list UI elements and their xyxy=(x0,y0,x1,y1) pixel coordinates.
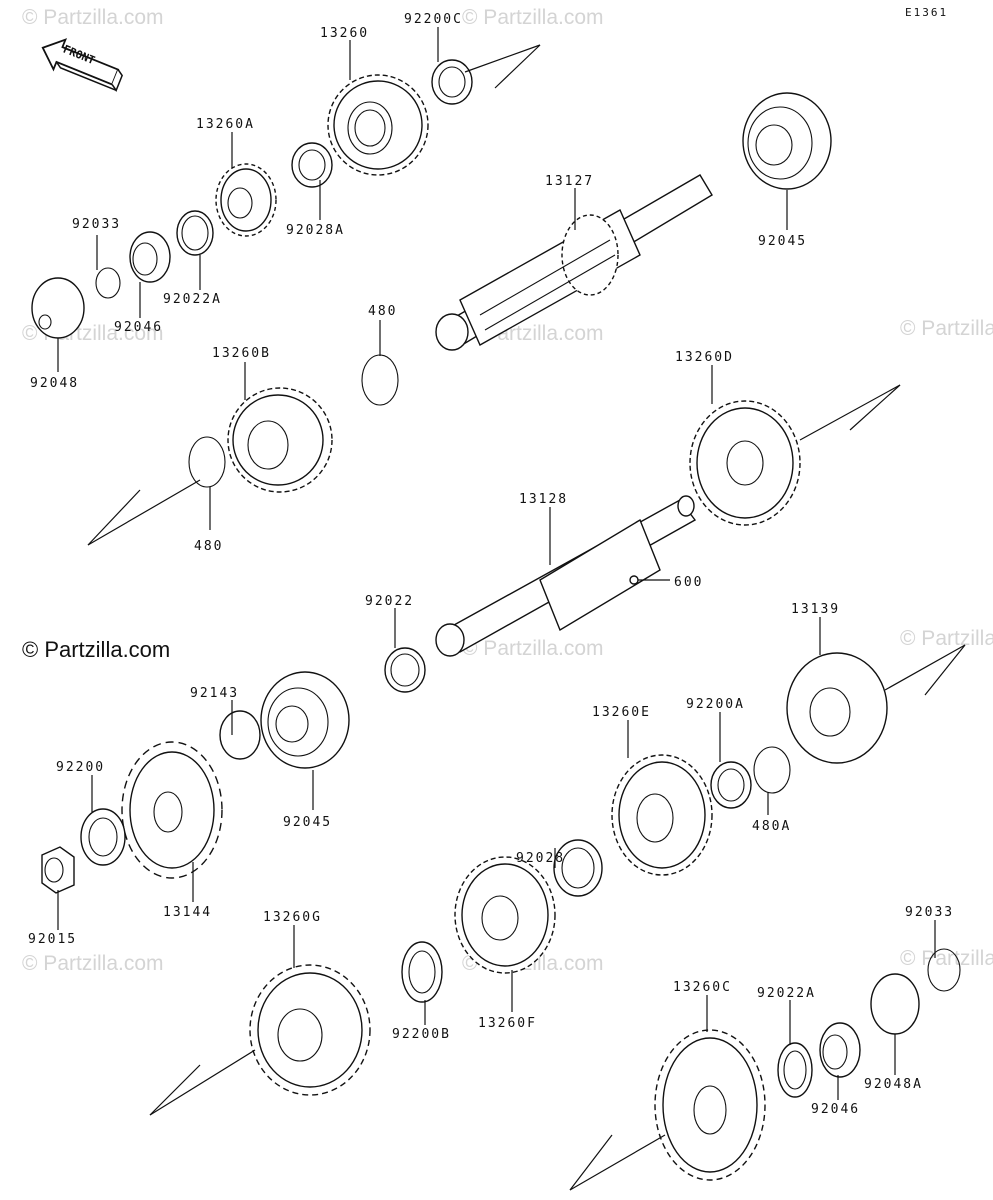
part-labels: 13260 92200C 13260A 92028A 13127 92045 9… xyxy=(28,12,954,1117)
part-label: 92200B xyxy=(392,1027,451,1042)
part-label: 13144 xyxy=(163,905,212,920)
needle-bearing-92046-lower-icon xyxy=(819,1022,861,1078)
part-label: 92046 xyxy=(114,320,163,335)
part-label: 92015 xyxy=(28,932,77,947)
gear-13260-icon xyxy=(327,74,429,176)
part-label: 480 xyxy=(368,304,397,319)
part-label: 13260G xyxy=(263,910,322,925)
bushing-92028-icon xyxy=(553,839,603,897)
nut-92015-icon xyxy=(41,846,75,894)
watermark: © Partzilla.com xyxy=(900,627,993,650)
part-label: 92048A xyxy=(864,1077,923,1092)
part-label: 92046 xyxy=(811,1102,860,1117)
part-label: 92022 xyxy=(365,594,414,609)
gear-13260c-icon xyxy=(654,1029,766,1181)
part-label: 600 xyxy=(674,575,703,590)
gear-13260d-icon xyxy=(689,400,801,526)
part-label: 92143 xyxy=(190,686,239,701)
part-label: 92200A xyxy=(686,697,745,712)
watermark: © Partzilla.com xyxy=(900,947,993,970)
leader-lines xyxy=(57,27,936,1100)
part-label: 13128 xyxy=(519,492,568,507)
washer-92200-icon xyxy=(80,808,126,866)
brand-label: © Partzilla.com xyxy=(22,637,170,662)
circlip-92033-lower-icon xyxy=(927,948,961,992)
collar-92048-icon xyxy=(31,277,85,339)
part-label: 92045 xyxy=(283,815,332,830)
watermark: © Partzilla.com xyxy=(462,6,604,29)
part-label: 92033 xyxy=(905,905,954,920)
shaft-13128-icon xyxy=(435,495,697,657)
circlip-480-lower-icon xyxy=(188,436,226,488)
sprocket-13144-icon xyxy=(121,741,223,879)
part-label: 13260 xyxy=(320,26,369,41)
front-arrow-icon xyxy=(41,38,123,92)
bearing-92045-icon xyxy=(742,92,832,190)
collar-92048a-icon xyxy=(870,973,920,1035)
part-label: 13260C xyxy=(673,980,732,995)
part-label: 92045 xyxy=(758,234,807,249)
part-label: 92022A xyxy=(757,986,816,1001)
circlip-480a-icon xyxy=(753,746,791,794)
washer-92022a-lower-icon xyxy=(777,1042,813,1098)
watermark: © Partzilla.com xyxy=(22,6,164,29)
needle-bearing-92046-icon xyxy=(129,231,171,283)
part-label: 13260A xyxy=(196,117,255,132)
part-label: 92028A xyxy=(286,223,345,238)
part-label: 480 xyxy=(194,539,223,554)
part-label: 92200C xyxy=(404,12,463,27)
part-label: 92033 xyxy=(72,217,121,232)
washer-92022a-icon xyxy=(176,210,214,256)
circlip-480-icon xyxy=(361,354,399,406)
watermark: © Partzilla.com xyxy=(462,637,604,660)
ball-600-icon xyxy=(629,575,639,585)
bearing-92045-lower-icon xyxy=(260,671,350,769)
part-label: 13260D xyxy=(675,350,734,365)
part-label: 92028 xyxy=(516,851,565,866)
watermark: © Partzilla.com xyxy=(22,952,164,975)
part-label: 92048 xyxy=(30,376,79,391)
circlip-92033-icon xyxy=(95,267,121,299)
part-label: 480A xyxy=(752,819,791,834)
part-label: 13260E xyxy=(592,705,651,720)
gear-13260a-icon xyxy=(215,163,277,237)
washer-92022-icon xyxy=(384,647,426,693)
washer-92200b-icon xyxy=(401,941,443,1003)
part-label: 13260F xyxy=(478,1016,537,1031)
watermark: © Partzilla.com xyxy=(900,317,993,340)
gear-13260g-icon xyxy=(249,964,371,1096)
gear-13260e-icon xyxy=(611,754,713,876)
part-label: 13127 xyxy=(545,174,594,189)
gear-13260f-icon xyxy=(454,856,556,974)
part-label: 92022A xyxy=(163,292,222,307)
bushing-92028a-icon xyxy=(291,142,333,188)
gear-13260b-icon xyxy=(227,387,333,493)
diagram-reference: E1361 xyxy=(905,6,948,19)
gear-hub-13139-icon xyxy=(786,652,888,764)
part-label: 13139 xyxy=(791,602,840,617)
part-label: 92200 xyxy=(56,760,105,775)
washer-92200c-icon xyxy=(431,59,473,105)
washer-92200a-icon xyxy=(710,761,752,809)
shaft-13127-icon xyxy=(435,174,713,351)
part-label: 13260B xyxy=(212,346,271,361)
collar-92143-icon xyxy=(219,710,261,760)
